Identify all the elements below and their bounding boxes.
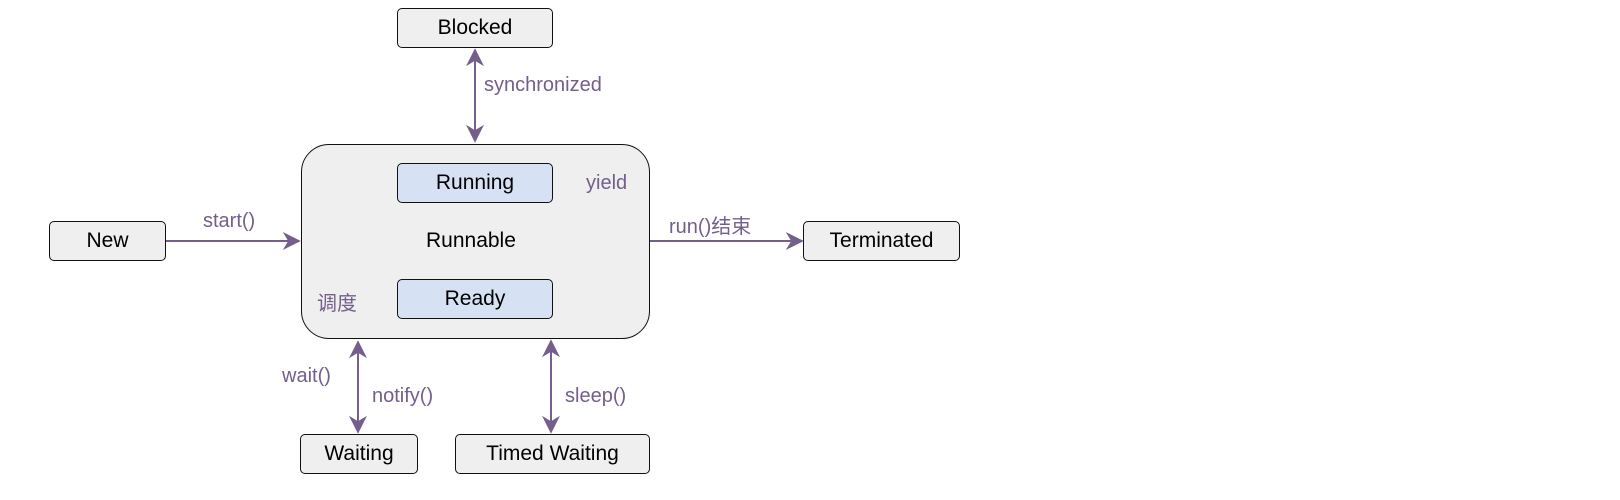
node-blocked: Blocked [397, 8, 553, 48]
label-start: start() [203, 210, 256, 232]
node-terminated: Terminated [803, 221, 960, 261]
runnable-label: Runnable [426, 229, 516, 252]
label-synchronized: synchronized [484, 74, 602, 96]
label-notify: notify() [372, 385, 434, 407]
node-ready: Ready [397, 279, 553, 319]
label-yield: yield [586, 172, 628, 194]
node-new: New [49, 221, 166, 261]
node-timed-waiting: Timed Waiting [455, 434, 650, 474]
label-wait: wait() [282, 365, 331, 387]
node-running: Running [397, 163, 553, 203]
node-waiting: Waiting [300, 434, 418, 474]
label-schedule: 调度 [317, 293, 357, 315]
label-sleep: sleep() [565, 385, 627, 407]
label-run-end: run()结束 [669, 216, 752, 238]
